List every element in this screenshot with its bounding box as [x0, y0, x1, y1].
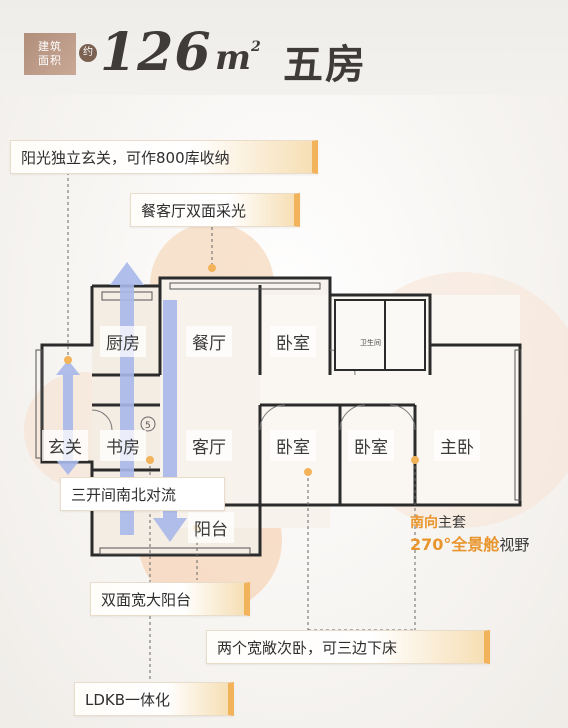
- room-bedroom-c: 卧室: [348, 430, 394, 461]
- south-orientation-text: 南向主套 270°全景舱视野: [410, 512, 529, 556]
- badge-line-2: 面积: [38, 54, 62, 67]
- unit-type-title: 五房: [283, 41, 367, 88]
- room-master: 主卧: [434, 430, 480, 461]
- callout-sunny-entrance: 阳光独立玄关，可作800库收纳: [10, 140, 318, 174]
- south-line-1-rest: 主套: [438, 515, 466, 531]
- south-line-2-highlight: 270°全景舱: [410, 535, 500, 554]
- callout-dual-lighting: 餐客厅双面采光: [130, 193, 300, 227]
- callout-ldkb: LDKB一体化: [74, 682, 234, 716]
- area-unit-m: m: [215, 38, 251, 78]
- toilet-label: 卫生间: [360, 338, 381, 347]
- south-line-1: 南向主套: [410, 512, 529, 534]
- windows: [35, 282, 522, 555]
- room-bedroom-b: 卧室: [270, 430, 316, 461]
- callout-wide-balcony: 双面宽大阳台: [90, 582, 250, 616]
- approx-circle: 约: [79, 44, 97, 62]
- room-kitchen: 厨房: [100, 326, 146, 357]
- study-number: 5: [145, 421, 151, 431]
- room-study: 书房: [100, 430, 146, 461]
- toilet-room: [334, 299, 426, 371]
- room-dining: 餐厅: [186, 326, 232, 357]
- south-line-2-rest: 视野: [499, 536, 530, 554]
- area-unit-sup: 2: [250, 39, 261, 55]
- room-balcony: 阳台: [188, 512, 234, 543]
- south-line-1-highlight: 南向: [410, 515, 438, 531]
- callout-secondary-bedrooms: 两个宽敞次卧，可三边下床: [206, 630, 490, 664]
- area-unit: m2: [215, 38, 261, 78]
- room-living: 客厅: [186, 430, 232, 461]
- area-number: 126: [100, 22, 212, 83]
- study-number-circle: [140, 416, 156, 432]
- room-bedroom-a: 卧室: [270, 326, 316, 357]
- area-badge: 建筑 面积: [24, 33, 76, 75]
- callout-three-bay-ventilation: 三开间南北对流: [60, 477, 225, 511]
- room-entrance: 玄关: [42, 430, 88, 461]
- leader-lines: [67, 172, 416, 700]
- south-line-2: 270°全景舱视野: [410, 534, 529, 556]
- badge-line-1: 建筑: [38, 40, 62, 53]
